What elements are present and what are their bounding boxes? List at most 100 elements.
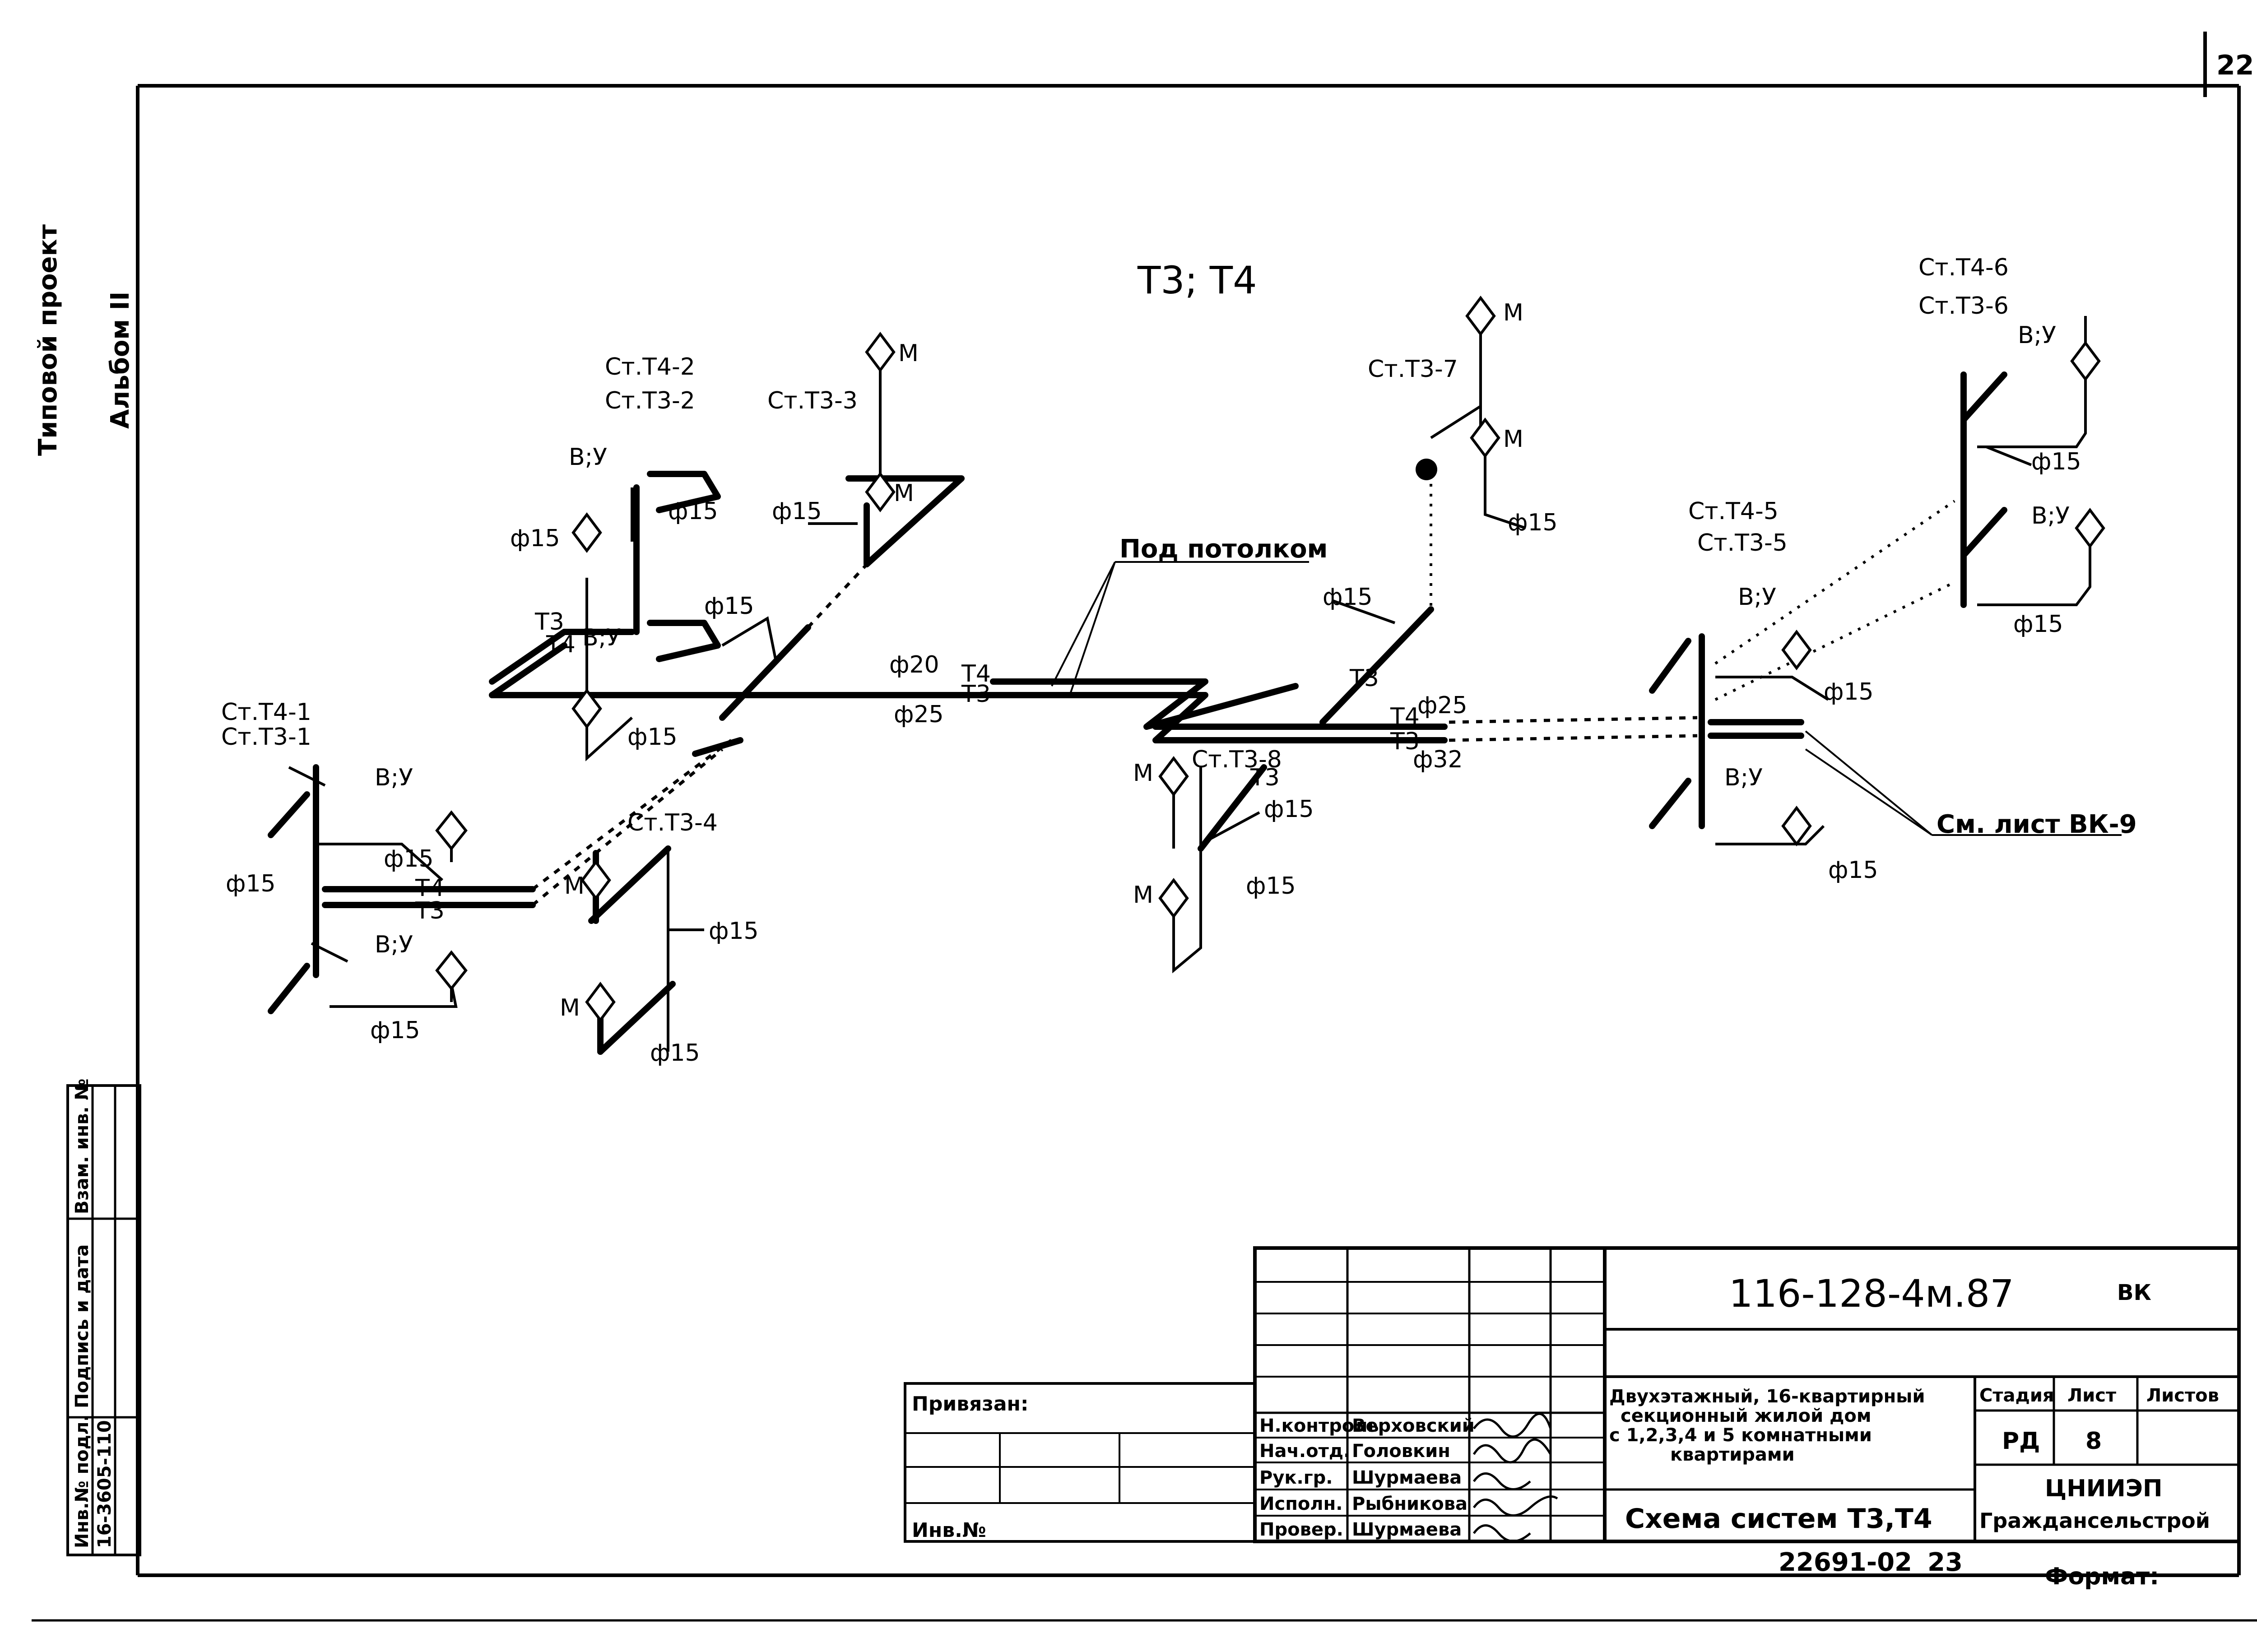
diameter-label: ф15	[2013, 611, 2063, 638]
fixture-label-bath-5b: В;У	[1724, 764, 1763, 791]
fixture-label-kitchen: М	[1503, 426, 1523, 453]
diameter-label: ф15	[772, 498, 822, 525]
diameter-label: ф15	[1508, 509, 1558, 536]
stamp-role: Провер.	[1259, 1519, 1343, 1540]
diameter-label: ф15	[1824, 678, 1874, 705]
riser-label-t3-6: Ст.Т3-6	[1918, 292, 2009, 320]
riser-label-t4-5: Ст.Т4-5	[1688, 498, 1779, 525]
diameter-label: ф15	[1323, 584, 1373, 611]
pipe-code-t3: Т3	[534, 608, 564, 636]
riser-label-t4-1: Ст.Т4-1	[221, 699, 311, 726]
fixture-label-bath-1b: В;У	[375, 931, 413, 958]
riser-label-t3-2: Ст.Т3-2	[605, 387, 695, 414]
riser-group-1	[268, 764, 458, 1014]
stamp-stage-value: РД	[2002, 1428, 2040, 1455]
stamp-doc-mark: ВК	[2117, 1280, 2151, 1305]
diameter-label: ф15	[1828, 857, 1878, 884]
fixture-label-bath-5a: В;У	[1738, 584, 1776, 611]
title-block	[66, 1084, 2241, 1556]
stamp-org-line2: Граждансельстрой	[1979, 1508, 2210, 1533]
stamp-project-title-line: секционный жилой дом	[1621, 1406, 1872, 1426]
margin-album-text: Альбом II	[106, 292, 135, 429]
diameter-label: ф15	[668, 498, 718, 525]
riser-label-t4-2: Ст.Т4-2	[605, 353, 695, 381]
pipe-code-t4: Т4	[1390, 703, 1420, 730]
stamp-role: Н.контроль	[1259, 1415, 1379, 1436]
water-fixture-symbols	[435, 296, 2105, 1022]
stamp-side-value: 16-3605-110	[94, 1420, 115, 1548]
stamp-sheet-title: Схема систем Т3,Т4	[1625, 1503, 1932, 1535]
diameter-label: ф15	[370, 1017, 420, 1044]
stamp-stage-label: Стадия	[1979, 1385, 2054, 1406]
riser-label-t3-5: Ст.Т3-5	[1697, 529, 1788, 557]
stamp-sheet-value: 8	[2085, 1428, 2102, 1455]
fixture-label-kitchen: М	[898, 340, 919, 367]
diameter-label: ф15	[704, 593, 754, 620]
fixture-label-bath-6a: В;У	[2018, 322, 2056, 349]
stamp-project-title-line: квартирами	[1670, 1444, 1795, 1465]
stamp-replace-inv-label: Взам. инв. №	[72, 1078, 93, 1214]
pipe-code-t4: Т4	[961, 660, 991, 687]
fixture-label-bath-1a: В;У	[375, 764, 413, 791]
diameter-label: ф15	[1246, 872, 1296, 900]
riser-label-t3-3: Ст.Т3-3	[767, 387, 858, 414]
diameter-label-main-t3: ф25	[894, 701, 944, 728]
pipe-markers	[1416, 459, 1437, 480]
riser-group-3	[808, 361, 965, 567]
fixture-label-kitchen: М	[1133, 882, 1153, 909]
sheet-number: 22	[2216, 50, 2254, 81]
fixture-label-bath-2a: В;У	[569, 444, 607, 471]
pipe-code-t4: Т4	[546, 631, 576, 658]
stamp-name: Головкин	[1352, 1441, 1450, 1462]
fixture-label-kitchen: М	[560, 994, 580, 1021]
stamp-signatures	[1472, 1413, 1558, 1542]
main-pipe-network	[322, 558, 1448, 1055]
stamp-project-title-line: Двухэтажный, 16-квартирный	[1609, 1386, 1925, 1407]
stamp-project-title-line: с 1,2,3,4 и 5 комнатными	[1609, 1425, 1872, 1446]
stamp-sheets-label: Листов	[2146, 1385, 2219, 1406]
pipe-code-t3: Т3	[1390, 728, 1420, 755]
riser-label-t4-6: Ст.Т4-6	[1918, 254, 2009, 281]
margin-project-text: Типовой проект	[33, 224, 63, 456]
riser-group-5	[1649, 500, 1955, 845]
stamp-name: Шурмаева	[1352, 1519, 1462, 1540]
stamp-name: Рыбникова	[1352, 1494, 1468, 1514]
pipe-code-t4: Т4	[415, 875, 445, 902]
fixture-label-kitchen: М	[1133, 760, 1153, 787]
riser-group-8	[1172, 767, 1260, 974]
fixture-label-bath-6b: В;У	[2031, 502, 2070, 529]
pipe-code-t3: Т3	[1349, 665, 1379, 692]
fixture-label-bath-2b: В;У	[582, 624, 621, 651]
under-ceiling-note: Под потолком	[1119, 534, 1328, 564]
stamp-name: Верховский	[1352, 1415, 1475, 1436]
stamp-archive-number: 22691-02	[1779, 1548, 1912, 1577]
stamp-role: Нач.отд.	[1259, 1441, 1350, 1462]
stamp-signature-date-label: Подпись и дата	[72, 1244, 93, 1408]
fixture-label-kitchen: М	[1503, 299, 1523, 326]
stamp-format-label: Формат:	[2045, 1563, 2159, 1590]
riser-label-t3-7: Ст.Т3-7	[1368, 356, 1458, 383]
riser-group-4	[593, 849, 704, 1055]
stamp-doc-code: 116-128-4м.87	[1729, 1271, 2014, 1316]
diameter-label: ф15	[1264, 796, 1314, 823]
diameter-label: ф15	[2031, 448, 2081, 475]
diameter-label: ф15	[510, 525, 560, 552]
riser-label-t3-4: Ст.Т3-4	[627, 809, 718, 836]
pipe-code-t3: Т3	[961, 681, 991, 708]
diameter-label: ф15	[384, 845, 434, 872]
sheet-frame	[32, 32, 2257, 1622]
diameter-label: ф15	[650, 1039, 700, 1067]
stamp-role: Рук.гр.	[1259, 1467, 1333, 1488]
stamp-org-line1: ЦНИИЭП	[2045, 1475, 2162, 1502]
stamp-inv-number-label: Инв.№ подл.	[72, 1415, 93, 1548]
riser-group-2	[585, 471, 778, 761]
fixture-label-kitchen: М	[894, 480, 914, 507]
riser-label-t3-1: Ст.Т3-1	[221, 724, 311, 751]
riser-label-t3-8: Ст.Т3-8	[1192, 746, 1282, 773]
stamp-sheet-label: Лист	[2067, 1385, 2117, 1406]
stamp-name: Шурмаева	[1352, 1467, 1462, 1488]
diameter-label-t3-right: ф32	[1413, 746, 1463, 773]
pipe-code-t3: Т3	[415, 897, 445, 924]
diameter-label: ф15	[709, 918, 759, 945]
